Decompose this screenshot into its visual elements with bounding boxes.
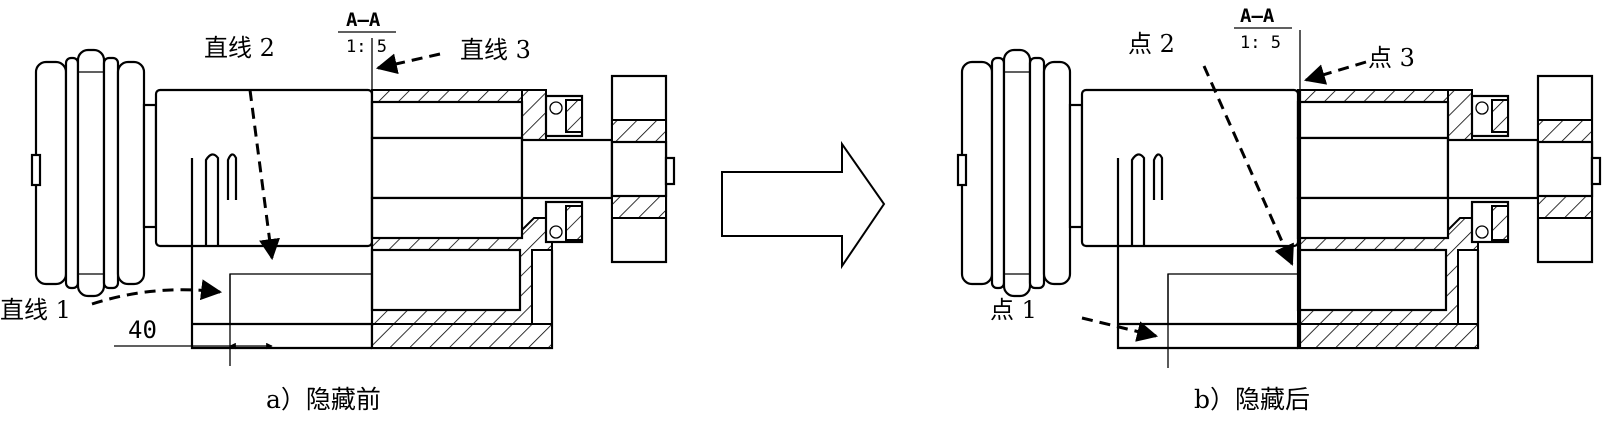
leader-line-2	[248, 89, 280, 261]
panel-a	[30, 38, 676, 366]
leader-point-1	[1081, 316, 1159, 342]
leader-point-3	[1303, 60, 1367, 85]
line-3-label: 直线 3	[460, 36, 531, 64]
section-label-a: A—A	[346, 9, 381, 31]
scale-label-b: 1: 5	[1240, 33, 1281, 53]
leader-point-2	[1202, 65, 1294, 266]
panel-b	[956, 30, 1602, 368]
section-label-b: A—A	[1240, 5, 1275, 27]
line-1-rect	[229, 273, 373, 325]
leader-line-1	[91, 279, 223, 306]
line-1-label: 直线 1	[0, 296, 71, 324]
point-1-label: 点 1	[990, 296, 1037, 324]
point-rect	[1167, 273, 1301, 325]
leader-line-3	[375, 52, 441, 75]
dimension-40-label: 40	[128, 316, 157, 344]
line-2-label: 直线 2	[204, 34, 275, 62]
caption-a: a）隐藏前	[266, 385, 381, 414]
scale-label-a: 1: 5	[346, 37, 387, 57]
point-3-label: 点 3	[1368, 44, 1415, 72]
point-2-label: 点 2	[1128, 30, 1175, 58]
right-block-arrow-icon	[721, 140, 886, 270]
caption-b: b）隐藏后	[1194, 385, 1310, 414]
